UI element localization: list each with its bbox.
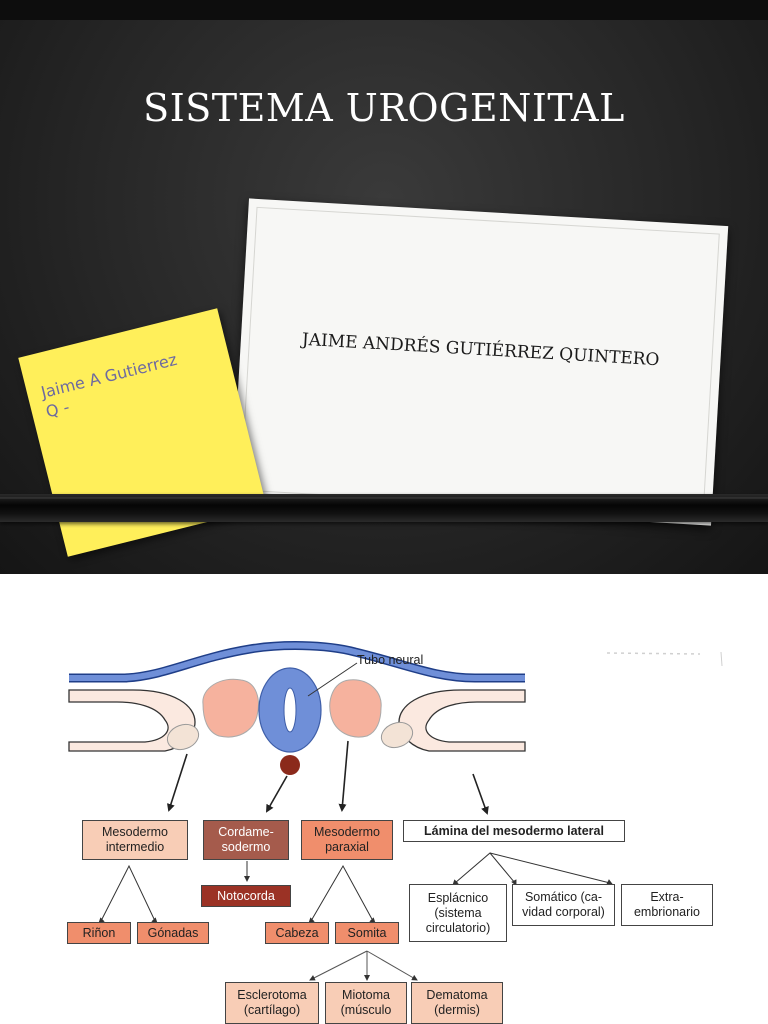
box-notocorda: Notocorda <box>201 885 291 907</box>
box-lamina-mesodermo-lateral: Lámina del mesodermo lateral <box>403 820 625 842</box>
mesoderm-diagram <box>68 641 723 981</box>
notochord <box>280 755 300 775</box>
box-gonadas: Gónadas <box>137 922 209 944</box>
arrow-to-lamina <box>472 773 489 815</box>
branch-paraxial <box>310 864 374 922</box>
box-esclerotoma: Esclerotoma (cartílago) <box>225 982 319 1024</box>
left-paraxial-mesoderm <box>202 678 259 738</box>
elastic-band <box>0 494 768 522</box>
box-dermatoma: Dematoma (dermis) <box>411 982 503 1024</box>
left-lateral-plate <box>68 689 196 752</box>
arrow-to-paraxial <box>338 740 349 812</box>
box-somita: Somita <box>335 922 399 944</box>
tube-neural-label: Tubo neural <box>357 653 424 667</box>
arrow-to-intermedio <box>167 753 188 812</box>
box-esplacnico: Esplácnico (sistema circulatorio) <box>409 884 507 942</box>
box-cabeza: Cabeza <box>265 922 329 944</box>
slide-title: SISTEMA UROGENITAL <box>143 86 625 130</box>
left-intermediate-mesoderm <box>166 723 200 751</box>
branch-intermedio <box>100 864 156 922</box>
elastic-band-shine <box>0 497 768 499</box>
right-lateral-plate <box>398 689 526 752</box>
right-paraxial-mesoderm <box>329 679 382 738</box>
right-intermediate-mesoderm <box>380 721 414 749</box>
diagram-slide: Tubo neural Mesodermo intermedio Cordame… <box>5 576 763 1024</box>
tube-label-pointer <box>307 662 358 697</box>
faint-marks <box>606 651 723 667</box>
branch-somita <box>309 950 418 981</box>
box-miotoma: Miotoma (músculo <box>325 982 407 1024</box>
box-mesodermo-paraxial: Mesodermo paraxial <box>301 820 393 860</box>
title-slide: SISTEMA UROGENITAL JAIME ANDRÉS GUTIÉRRE… <box>0 0 768 574</box>
arrow-to-cordamesodermo <box>266 775 288 813</box>
slide-top-band <box>0 0 768 20</box>
box-mesodermo-intermedio: Mesodermo intermedio <box>82 820 188 860</box>
box-rinon: Riñon <box>67 922 131 944</box>
box-cordamesodermo: Cordame- sodermo <box>203 820 289 860</box>
sticky-note-text: Jaime A Gutierrez Q - <box>39 349 179 422</box>
box-somatico: Somático (ca- vidad corporal) <box>512 884 615 926</box>
name-card: JAIME ANDRÉS GUTIÉRREZ QUINTERO <box>231 198 729 526</box>
box-extraembrionario: Extra- embrionario <box>621 884 713 926</box>
neural-canal <box>283 687 297 733</box>
